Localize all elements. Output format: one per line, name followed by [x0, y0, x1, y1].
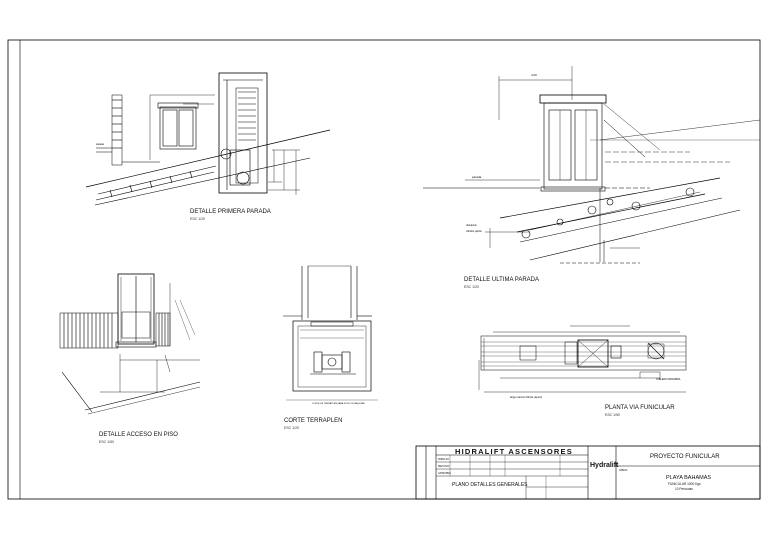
ultima-parada-scale: ESC 1/20: [464, 285, 479, 289]
drawing-name: PLANO DETALLES GENERALES: [452, 482, 528, 488]
ultima-parada-title: DETALLE ULTIMA PARADA: [464, 277, 540, 283]
svg-text:TABLERO MANIOBRA: TABLERO MANIOBRA: [656, 378, 681, 381]
row-label-reviso: REVISO: [438, 464, 450, 468]
sheet-border: [7, 39, 761, 500]
title-block-frame: [415, 445, 761, 500]
primera-parada-title: DETALLE PRIMERA PARADA: [190, 209, 271, 215]
view-acceso-piso: [59, 273, 201, 415]
acceso-piso-scale: ESC 1/50: [99, 440, 114, 444]
svg-text:cilindro pistón: cilindro pistón: [466, 229, 482, 233]
annotation-guia: largo maximo 60mts (aprox): [510, 395, 542, 399]
view-planta-via: [478, 325, 687, 393]
primera-parada-scale: ESC 1/20: [190, 217, 205, 221]
annotation-cota: 4,00: [531, 73, 537, 77]
planta-via-title: PLANTA VIA FUNICULAR: [605, 405, 675, 411]
hydralift-logo: Hydralift: [590, 462, 619, 469]
view-terraplen: [283, 265, 378, 401]
svg-text:parada: parada: [96, 143, 104, 146]
terraplen-title: CORTE TERRAPLEN: [284, 418, 343, 424]
row-label-aprobo: APROBO: [438, 471, 451, 475]
project-header: PROYECTO FUNICULAR: [650, 454, 720, 460]
terraplen-scale: ESC 1/20: [284, 426, 299, 430]
svg-text:ubicacion: ubicacion: [466, 223, 478, 227]
svg-text:CORTE DE TERRAPLEN PARA FOSO D: CORTE DE TERRAPLEN PARA FOSO DE MAQUINA: [312, 402, 365, 405]
brand-name: HIDRALIFT ASCENSORES: [455, 447, 573, 456]
view-ultima-parada: [423, 66, 761, 264]
planta-via-scale: ESC 1/50: [605, 413, 620, 417]
row-label-dibujo: DIBUJO: [438, 457, 450, 461]
project-name: PLAYA BAHAMAS: [666, 475, 712, 481]
obra-label: OBRA: [619, 468, 628, 472]
view-primera-parada: [85, 72, 331, 206]
project-subtitle-1: FUNICULAR 1000 Kgs: [668, 482, 701, 486]
project-subtitle-2: 10 Personas: [675, 487, 693, 491]
annotation-parada: parada: [472, 175, 482, 179]
acceso-piso-title: DETALLE ACCESO EN PISO: [99, 432, 178, 438]
